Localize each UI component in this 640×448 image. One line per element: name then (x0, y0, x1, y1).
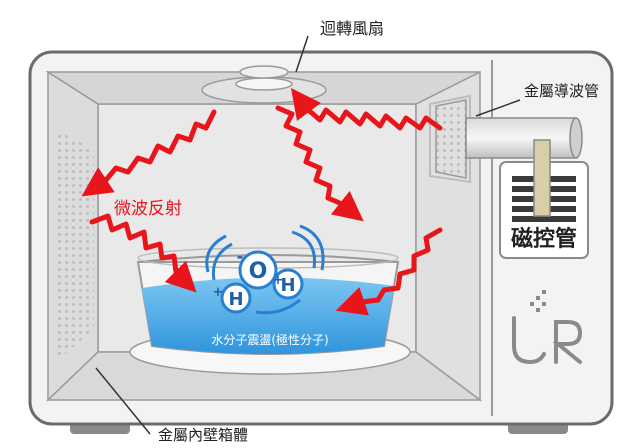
label-magnetron: 磁控管 (511, 226, 577, 252)
label-waveguide: 金屬導波管 (524, 82, 599, 100)
waveguide-pipe (465, 117, 577, 159)
label-inner-wall: 金屬內壁箱體 (158, 426, 248, 444)
magnetron-antenna (533, 139, 551, 217)
wave-1 (291, 88, 443, 131)
microwave-waves (81, 88, 443, 316)
charge-negative: - (237, 247, 244, 266)
waveguide-pipe-end (569, 117, 583, 159)
label-reflection: 微波反射 (114, 199, 182, 219)
waveguide-opening-frame (429, 94, 471, 184)
charge-positive-right: + (273, 273, 284, 288)
ur-logo (512, 316, 583, 365)
wave-5 (335, 227, 443, 316)
charge-positive-left: + (213, 285, 224, 300)
left-wall-perforation (58, 130, 94, 360)
hydrogen-left-label: H (228, 289, 243, 310)
oxygen-atom (238, 250, 278, 290)
waveguide-opening (435, 99, 467, 179)
logo-dots (530, 290, 546, 312)
hydrogen-atom-left (220, 282, 252, 314)
water-molecule: O H H - + + (213, 247, 304, 314)
water-bowl (136, 247, 400, 355)
vibration-rings (205, 224, 325, 315)
leader-lines (95, 35, 521, 435)
wave-4 (89, 213, 197, 293)
hydrogen-right-label: H (280, 275, 295, 296)
label-water-vibration: 水分子震盪(極性分子) (211, 332, 328, 347)
wave-2 (81, 109, 217, 197)
wave-3 (275, 105, 364, 222)
hydrogen-atom-right (272, 268, 304, 300)
oxygen-label: O (249, 259, 268, 284)
label-fan: 迴轉風扇 (320, 19, 384, 38)
